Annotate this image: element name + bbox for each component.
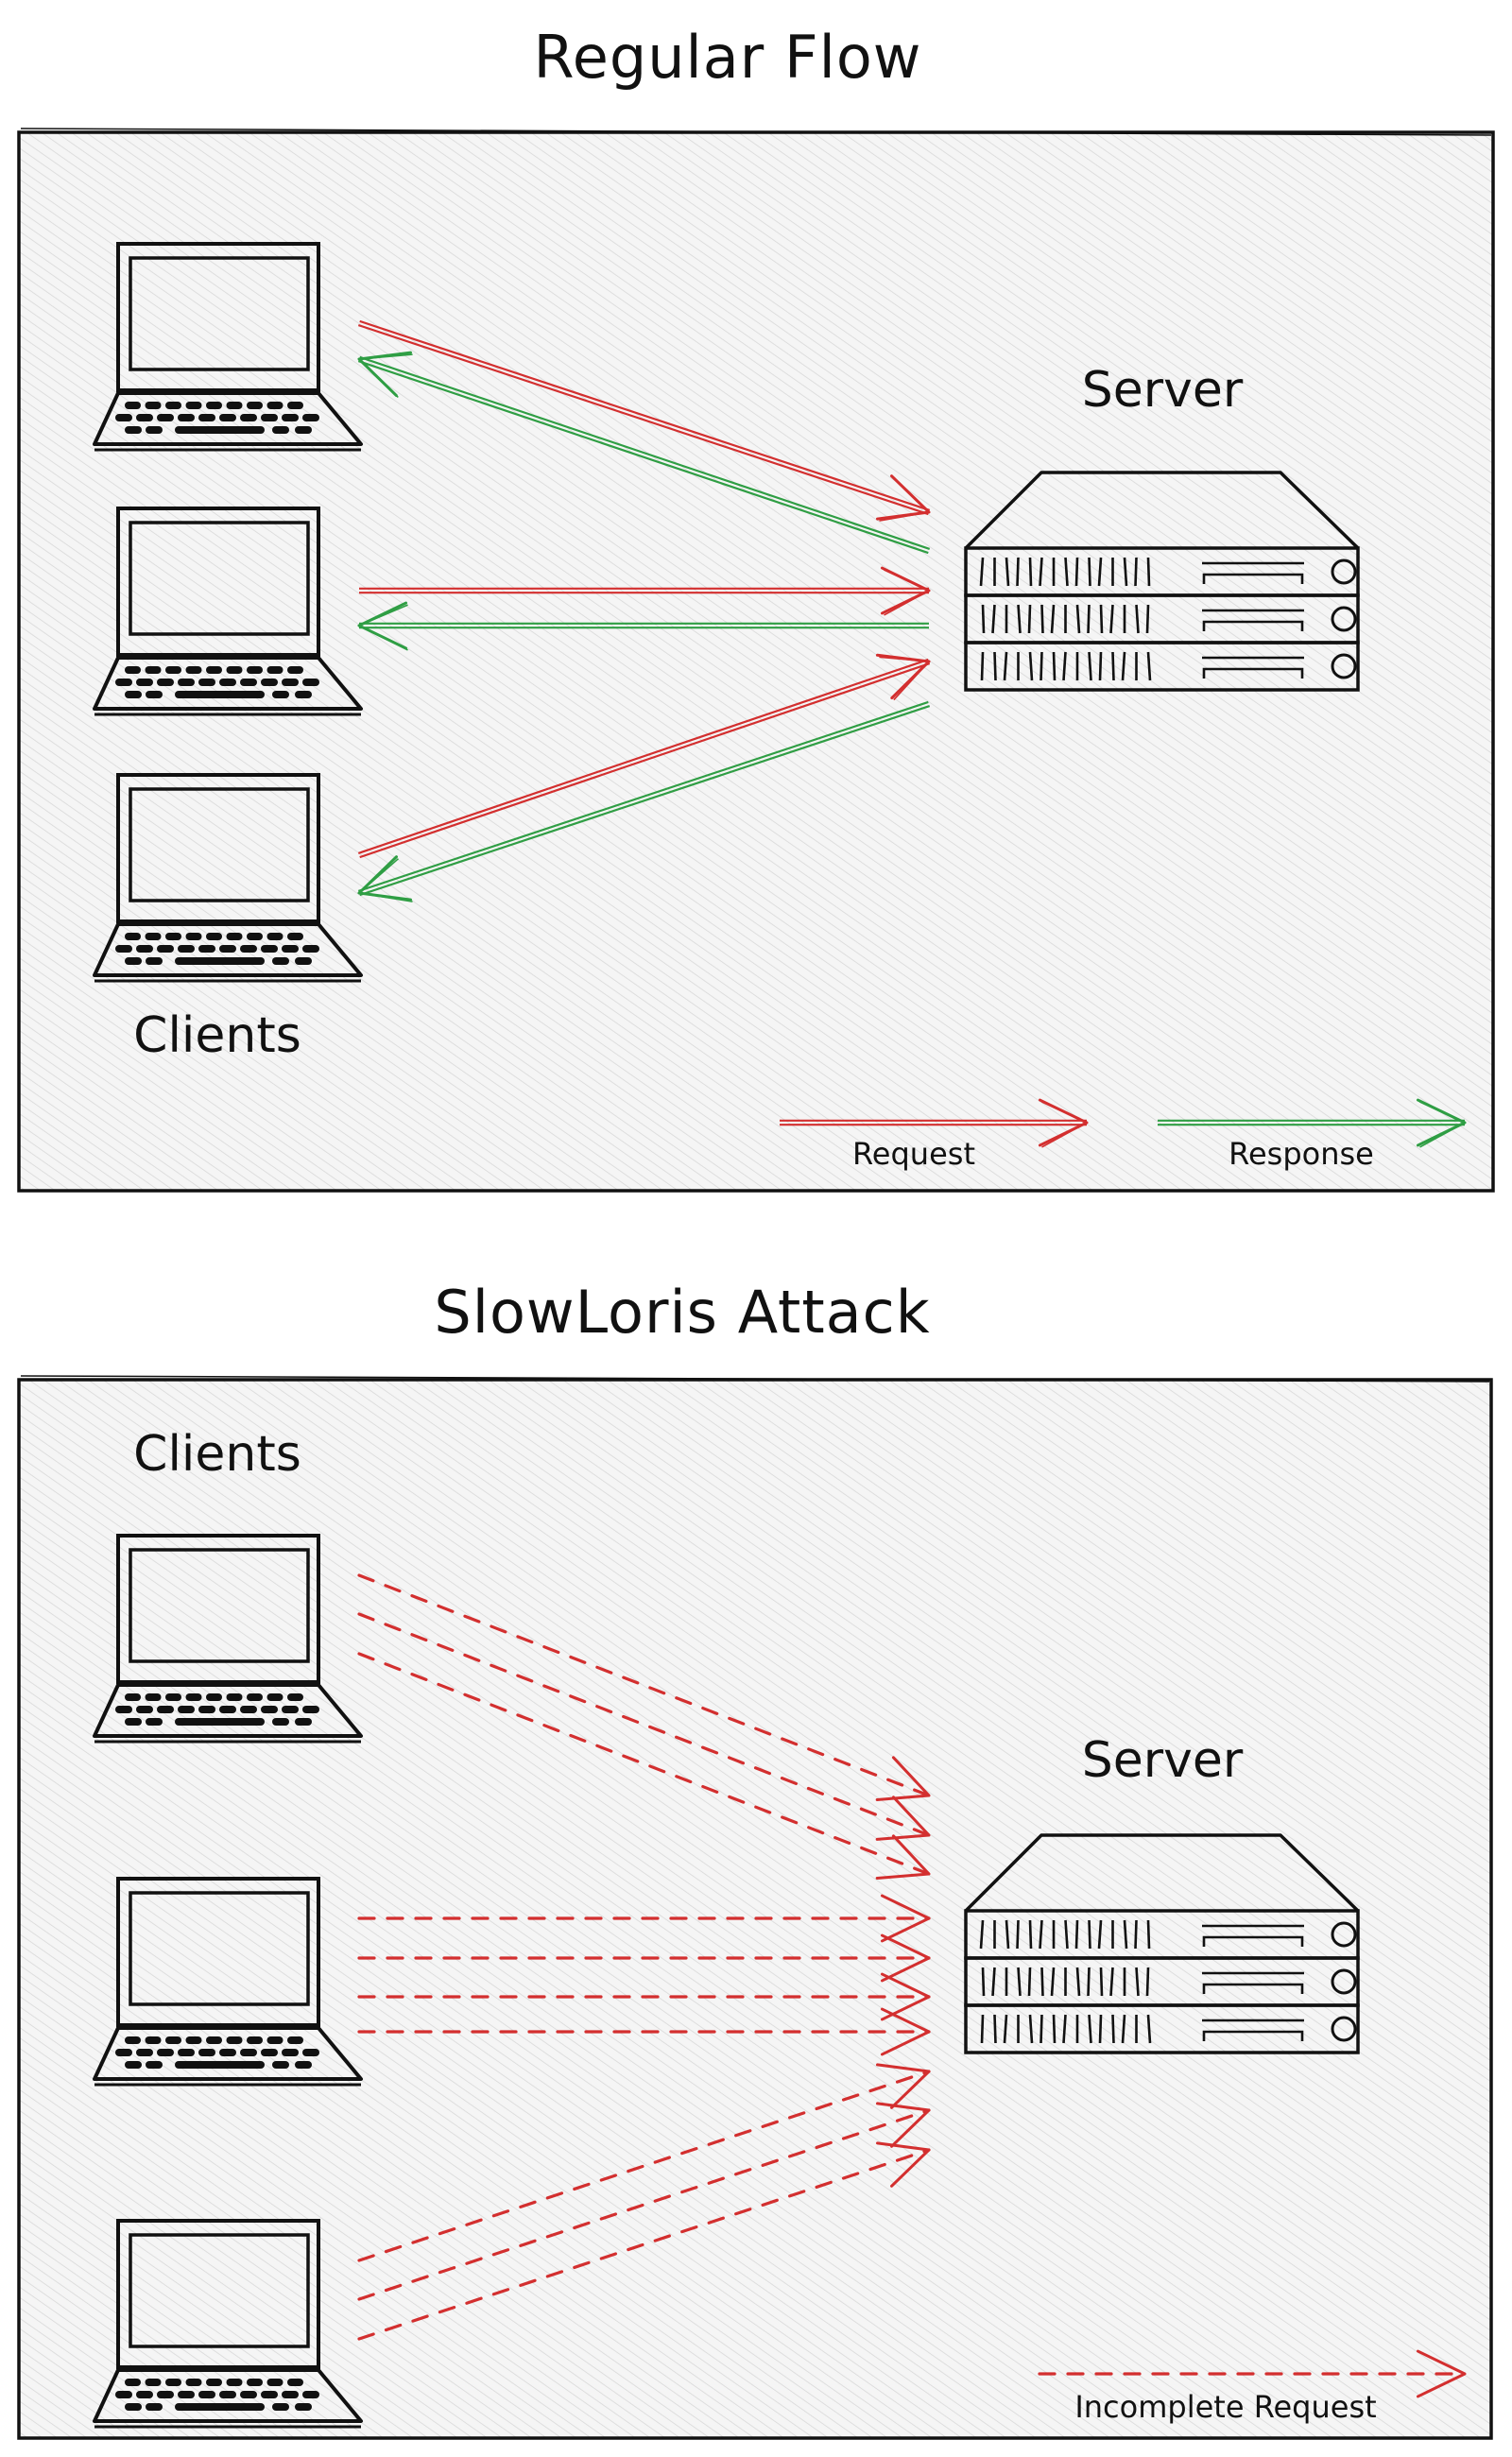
incomplete-request-arrow [357,2141,931,2341]
arrowhead-icon [1416,2349,1467,2398]
panel-title: SlowLoris Attack [434,1278,930,1347]
client-laptop-icon [93,2219,363,2429]
arrowhead-icon [875,2141,931,2188]
power-button-icon [1331,606,1357,632]
panel-slowloris-attack: SlowLoris Attack Clients Server Incomple… [17,1278,1493,2440]
arrowhead-icon [875,1834,931,1880]
server-unit [964,546,1360,597]
client-laptop-icon [93,1877,363,2087]
power-button-icon [1331,653,1357,679]
keyboard-keys [115,2379,319,2411]
power-button-icon [1331,1968,1357,1995]
arrowhead-icon [880,1894,931,1943]
clients-label: Clients [133,1007,301,1064]
legend: Incomplete Request [1038,2349,1467,2425]
arrowhead-icon [880,1933,931,1983]
legend-incomplete-request-label: Incomplete Request [1074,2389,1376,2425]
client-laptop-icon [93,507,363,716]
incomplete-request-arrow [357,1652,931,1880]
keyboard-keys [115,666,319,698]
incomplete-request-arrow [357,1972,931,2021]
arrowhead-icon [880,1972,931,2021]
power-button-icon [1331,2016,1357,2042]
incomplete-request-arrow [357,2102,931,2301]
server-rack-icon [964,471,1360,692]
keyboard-keys [115,402,319,434]
request-arrow [357,653,931,859]
server-unit [964,1909,1360,1960]
server-rack-icon [964,1833,1360,2054]
response-arrow [357,700,931,902]
frame [17,1375,1493,2440]
legend-request-label: Request [852,1136,975,1172]
incomplete-request-arrow [357,2063,931,2262]
server-label: Server [1082,362,1244,419]
clients-label: Clients [133,1426,301,1483]
server-label: Server [1082,1732,1244,1789]
client-laptop-icon [93,242,363,452]
legend: Request Response [780,1098,1467,1172]
client-laptop-icon [93,773,363,983]
keyboard-keys [115,2036,319,2069]
client-laptop-icon [93,1534,363,1744]
panel-regular-flow: Regular Flow Server Clients Request Resp… [17,23,1495,1193]
arrowhead-icon [880,2007,931,2056]
power-button-icon [1331,558,1357,585]
incomplete-request-arrow [357,1933,931,1983]
response-arrow [357,351,931,555]
arrowhead-icon [875,2063,931,2109]
frame [17,128,1495,1193]
request-arrow [359,566,931,616]
keyboard-keys [115,933,319,965]
server-unit [964,593,1360,644]
incomplete-request-arrow [357,1894,931,1943]
server-unit [964,641,1360,692]
request-arrow [357,319,931,522]
legend-incomplete-request-arrow [1038,2349,1467,2398]
power-button-icon [1331,1921,1357,1948]
legend-response-label: Response [1228,1136,1374,1172]
incomplete-request-arrow [357,2007,931,2056]
legend-response-arrow [1158,1098,1467,1148]
legend-request-arrow [780,1098,1089,1148]
panel-title: Regular Flow [533,23,921,92]
arrowhead-icon [875,2102,931,2148]
keyboard-keys [115,1693,319,1726]
server-unit [964,2003,1360,2054]
response-arrow [357,601,929,651]
